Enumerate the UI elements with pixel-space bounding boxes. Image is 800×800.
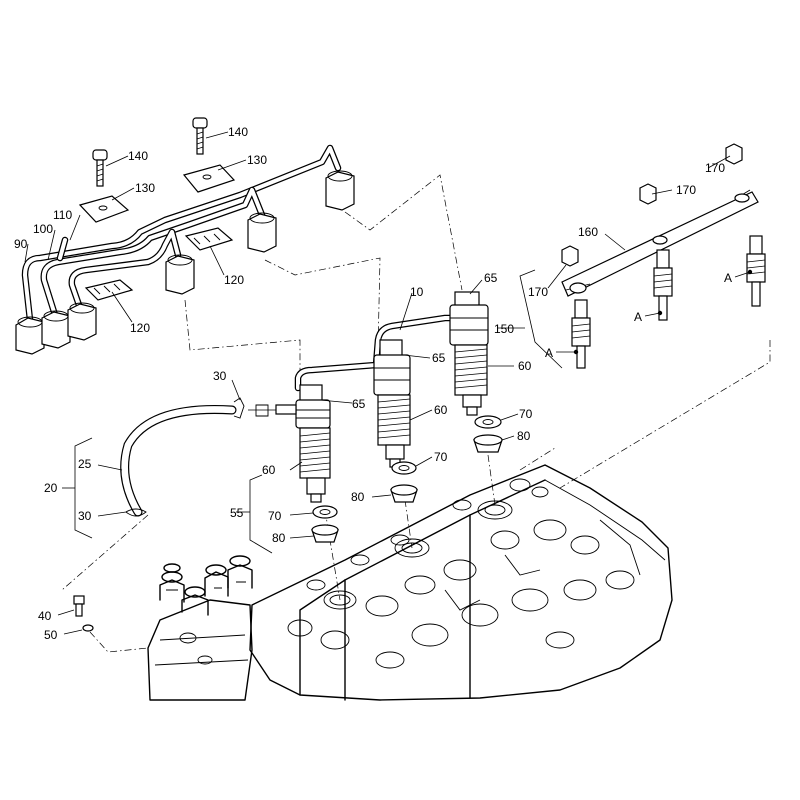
injector-left [248,384,331,503]
callout-160: 160 [578,225,598,239]
callout-30: 30 [78,509,92,523]
callout-A: A [545,346,553,360]
callout-100: 100 [33,222,53,236]
callout-A: A [634,310,642,324]
leader-lines [24,131,753,635]
group-brackets [62,269,563,554]
callout-60: 60 [518,359,532,373]
washers [311,415,503,543]
callout-60: 60 [262,463,276,477]
callout-labels: 140 140 130 130 110 100 90 120 120 170 1… [14,125,732,642]
callout-150: 150 [494,322,514,336]
callout-120: 120 [224,273,244,287]
cylinder-head [249,464,673,701]
callout-40: 40 [38,609,52,623]
glow-plugs [571,235,766,369]
callout-130: 130 [247,153,267,167]
pipe-clamps [78,117,236,301]
glow-plug-nuts [561,143,743,267]
callout-55: 55 [230,506,244,520]
callout-25: 25 [78,457,92,471]
injection-pump [147,555,253,701]
callout-80: 80 [272,531,286,545]
high-pressure-pipes [15,144,355,355]
callout-130: 130 [135,181,155,195]
callout-30: 30 [213,369,227,383]
leak-off-pipe [294,314,462,392]
callout-10: 10 [410,285,424,299]
callout-65: 65 [432,351,446,365]
callout-70: 70 [434,450,448,464]
callout-20: 20 [44,481,58,495]
return-hose [120,397,269,517]
callout-170: 170 [528,285,548,299]
callout-60: 60 [434,403,448,417]
banjo-bolt [73,595,94,632]
callout-140: 140 [128,149,148,163]
callout-50: 50 [44,628,58,642]
callout-170: 170 [705,161,725,175]
glow-plug-bus-bar [561,189,759,297]
callout-140: 140 [228,125,248,139]
injector-right [449,291,489,416]
callout-65: 65 [484,271,498,285]
callout-70: 70 [519,407,533,421]
callout-80: 80 [351,490,365,504]
callout-80: 80 [517,429,531,443]
callout-120: 120 [130,321,150,335]
pump-outlet-valves [159,555,253,616]
injector-middle [373,339,411,468]
callout-110: 110 [53,208,72,222]
callout-70: 70 [268,509,282,523]
callout-90: 90 [14,237,28,251]
callout-A: A [724,271,732,285]
callout-65: 65 [352,397,366,411]
callout-170: 170 [676,183,696,197]
